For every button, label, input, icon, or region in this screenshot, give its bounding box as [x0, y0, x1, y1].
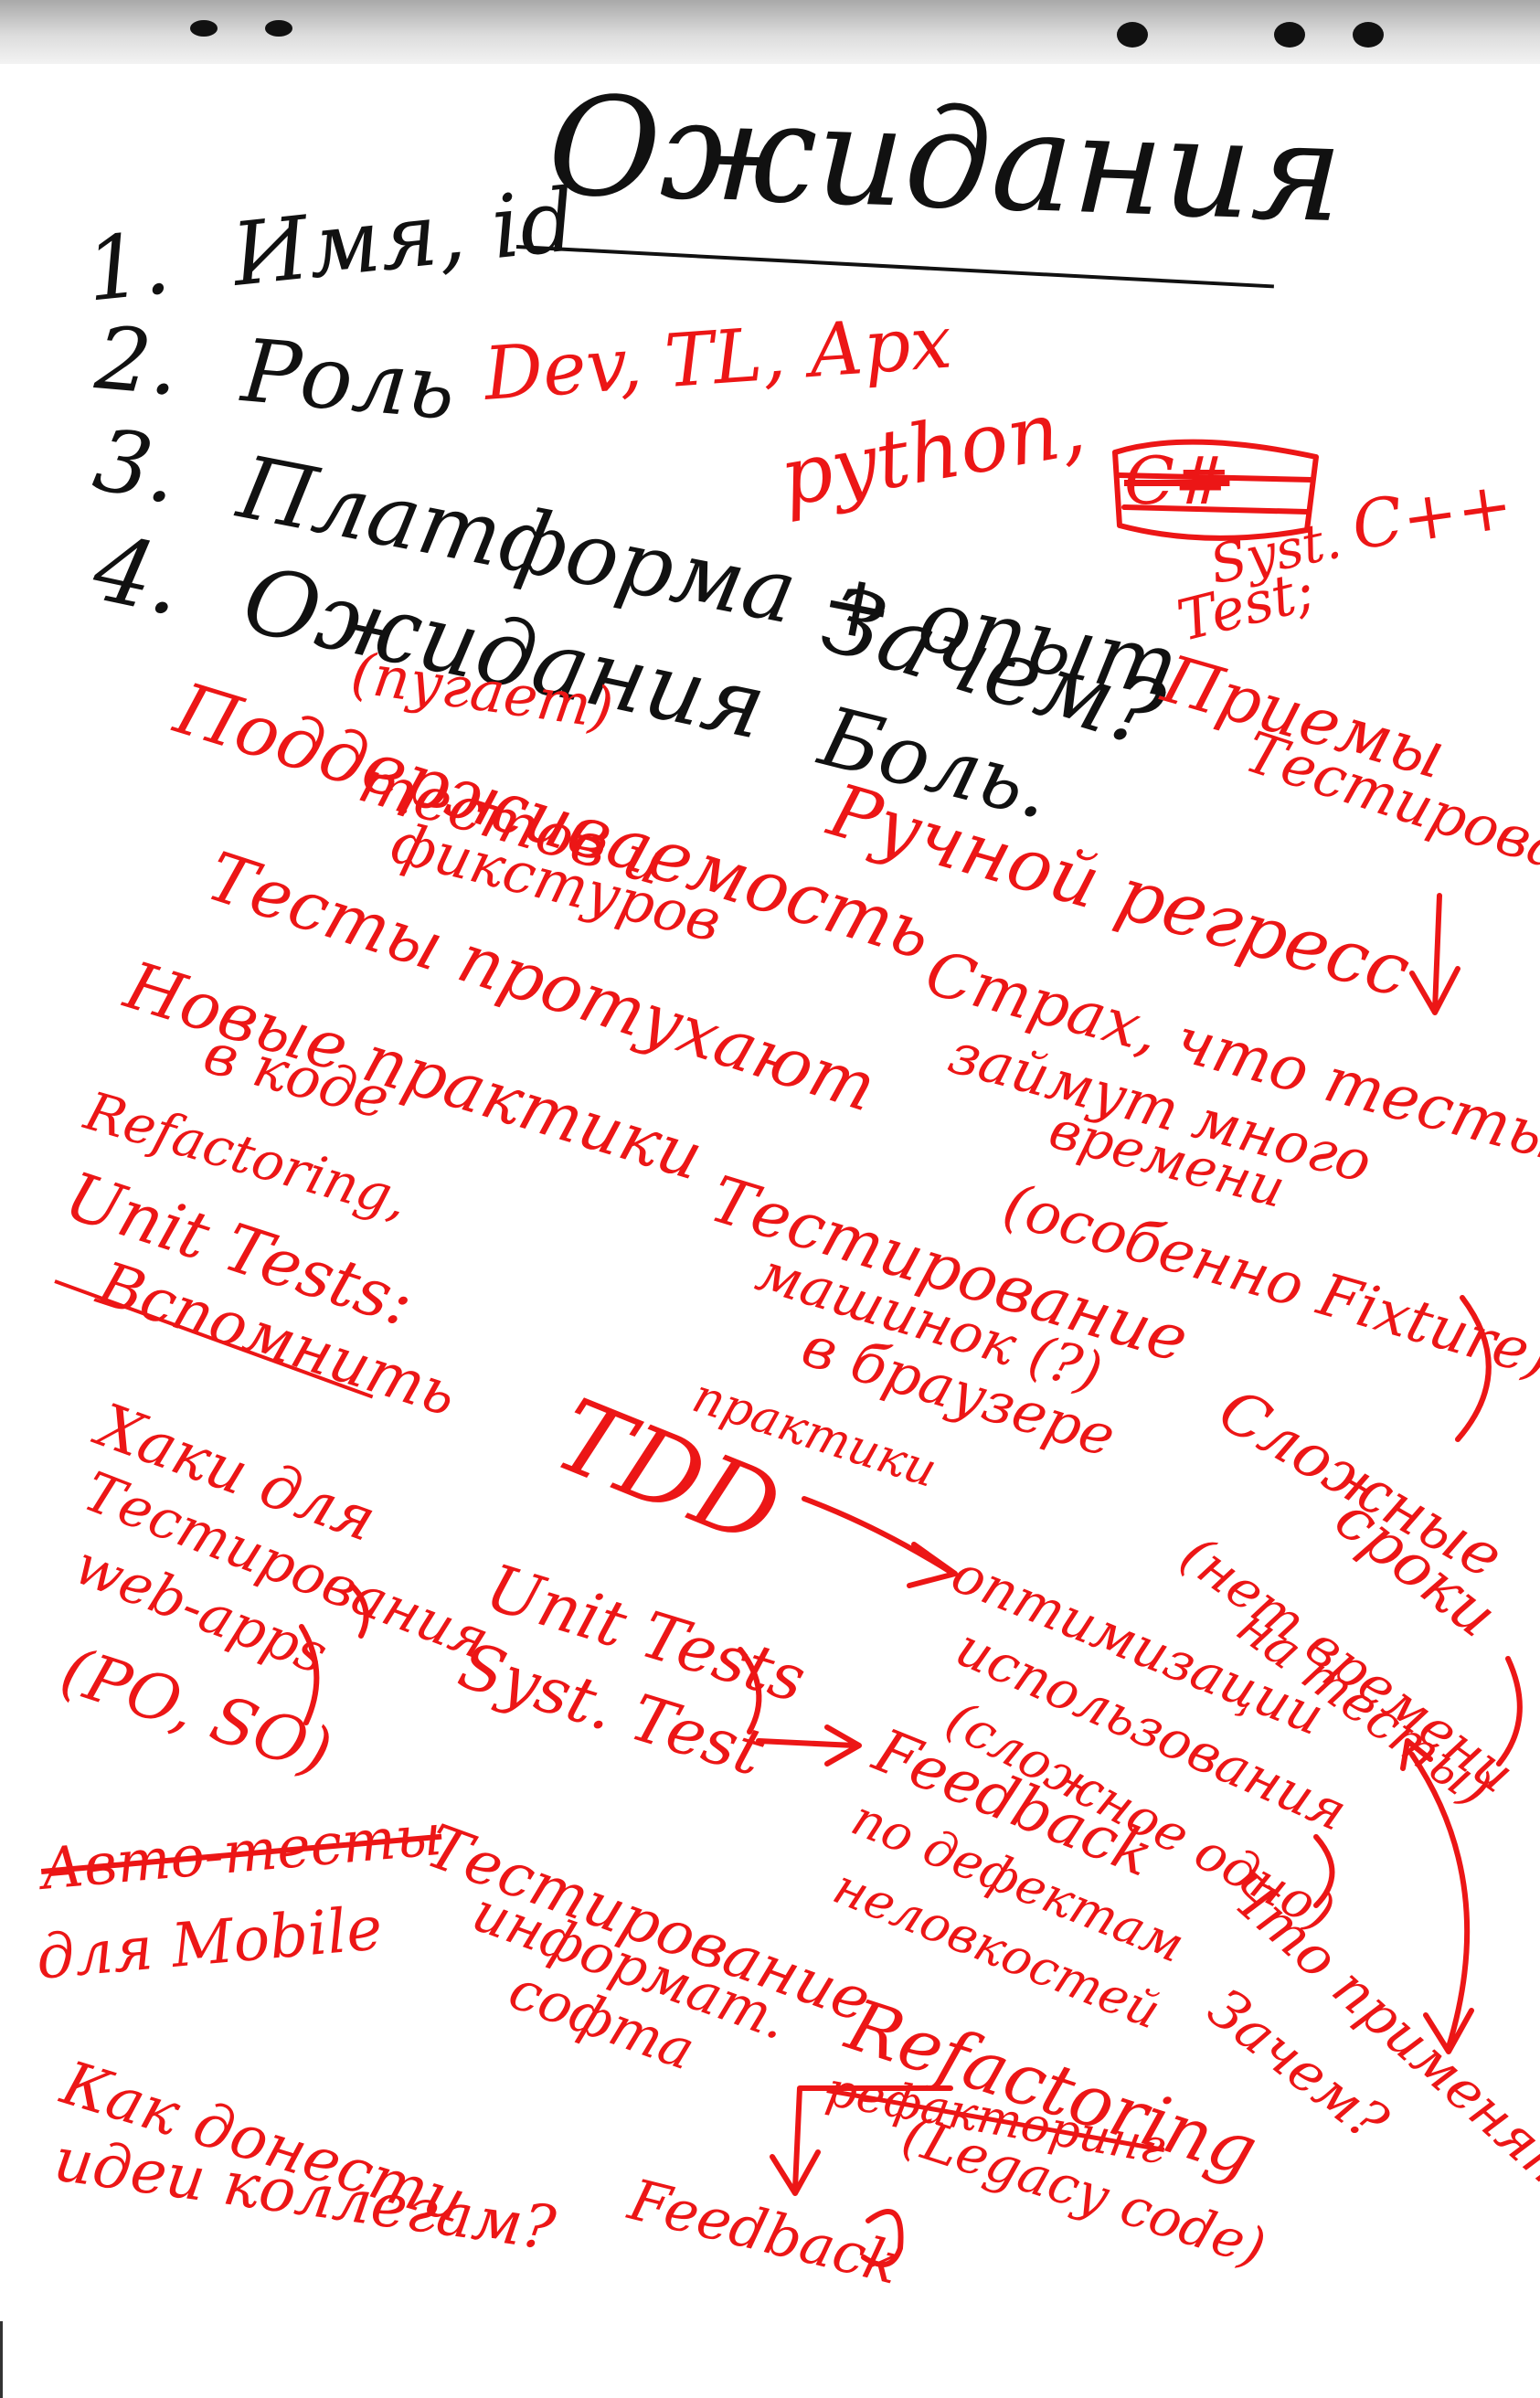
agenda-num: 4.	[84, 514, 193, 637]
note-avto-testy: Авто-тесты	[37, 1800, 445, 1903]
binder-hole	[190, 20, 218, 37]
agenda-num: 3.	[86, 409, 187, 525]
agenda-item-2: 2. Роль	[91, 308, 459, 440]
binder-hole	[1117, 22, 1148, 48]
binder-hole	[1274, 22, 1305, 48]
cpp-note: C++	[1347, 465, 1517, 565]
roles-note: Dev, TL, Арх	[481, 299, 955, 417]
test-note: Test;	[1171, 556, 1322, 654]
note-feedback-2: Feedback	[622, 2166, 907, 2297]
arrow-right-icon	[802, 1496, 958, 1588]
page-title: Ожидания	[545, 67, 1345, 254]
agenda-num: 1.	[81, 212, 175, 322]
arrow-right-icon	[756, 1724, 862, 1767]
edge-mark	[0, 2321, 3, 2398]
crossed-out-lang: C#	[1124, 442, 1230, 519]
note-dlya-mobile: для Mobile	[33, 1893, 386, 1993]
binder-hole	[1353, 22, 1384, 48]
arrow-down-icon	[1409, 893, 1460, 1015]
agenda-text: Роль	[238, 321, 460, 440]
agenda-item-1: 1. Имя, id	[81, 170, 580, 322]
python-note: python,	[772, 378, 1092, 525]
agenda-num: 2.	[91, 308, 184, 416]
title-underline	[515, 245, 1274, 289]
agenda-text: Имя, id	[228, 170, 580, 306]
binder-hole	[265, 20, 292, 37]
binder-strip	[0, 0, 1540, 64]
